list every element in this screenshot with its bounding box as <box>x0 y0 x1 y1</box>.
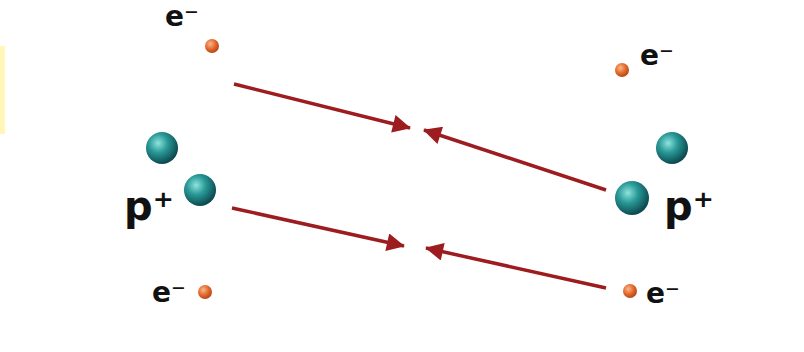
electron-label: e⁻ <box>152 279 186 307</box>
edge-strip <box>0 46 5 134</box>
atom-cloud-outline <box>26 2 344 350</box>
attraction-arrow <box>424 130 606 190</box>
electron-label: e⁻ <box>165 3 199 31</box>
atom-cloud: e⁻ e⁻ p⁺ <box>482 2 800 350</box>
proton-ball <box>615 181 649 215</box>
electron-label: e⁻ <box>646 280 680 308</box>
proton-label: p⁺ <box>664 186 714 226</box>
electron-label: e⁻ <box>640 42 674 70</box>
nucleus: p⁺ <box>562 95 722 255</box>
electron-dot <box>623 284 637 298</box>
nucleus: p⁺ <box>105 92 265 252</box>
atom-cloud: e⁻ e⁻ p⁺ <box>26 2 344 350</box>
electron-dot <box>198 285 212 299</box>
nucleus-shape <box>562 95 722 255</box>
proton-label: p⁺ <box>124 186 174 226</box>
electron-dot <box>615 63 629 77</box>
attraction-arrow <box>426 248 606 288</box>
proton-ball <box>656 132 688 164</box>
attraction-arrow <box>234 84 410 128</box>
proton-ball <box>184 174 216 206</box>
electron-dot <box>205 39 219 53</box>
nucleus-outline <box>562 95 722 255</box>
proton-ball <box>146 132 178 164</box>
nucleus-shape <box>105 92 265 252</box>
nucleus-outline <box>105 92 265 252</box>
atom-cloud-outline <box>482 2 800 350</box>
attraction-arrow <box>232 208 404 246</box>
